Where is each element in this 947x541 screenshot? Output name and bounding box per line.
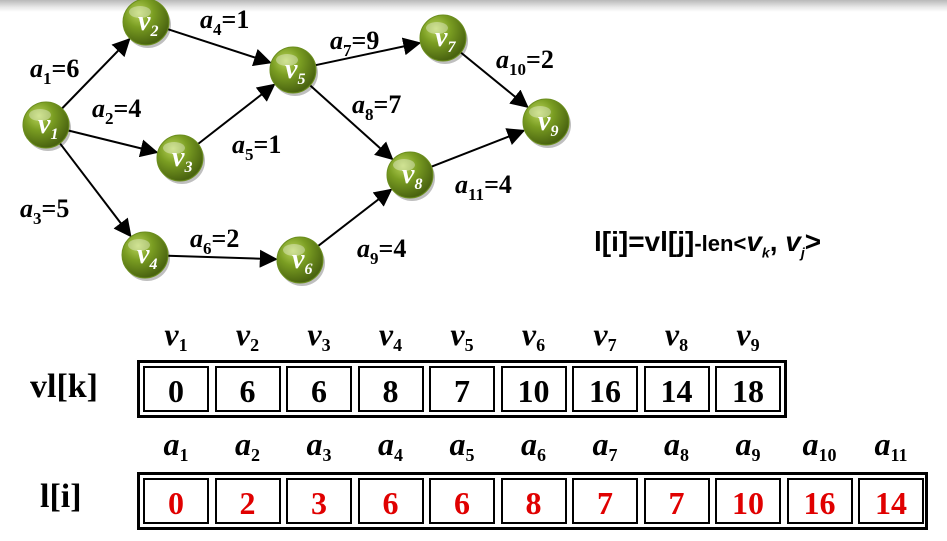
vl-table-frame bbox=[137, 360, 787, 418]
vl-header-v8: v8 bbox=[664, 316, 689, 355]
vl-header-v3: v3 bbox=[307, 316, 331, 355]
edge-v1-v3 bbox=[68, 129, 159, 158]
node-v8: v8 bbox=[386, 151, 435, 201]
edge-label-a8: a8=7 bbox=[352, 90, 401, 124]
l-cell: 8 bbox=[500, 478, 567, 524]
edge-v5-v8 bbox=[309, 84, 394, 161]
vl-cell: 6 bbox=[214, 366, 281, 412]
edge-label-a2: a2=4 bbox=[92, 94, 141, 128]
l-cell: 14 bbox=[858, 478, 924, 524]
aoe-network-graph: a1=6 a2=4 a3=5 a4=1 a5=1 a6=2 a7=9 a8=7 a9=4 a10=… bbox=[20, 0, 571, 286]
node-v3: v3 bbox=[156, 134, 205, 184]
l-header-a4: a4 bbox=[378, 426, 403, 465]
l-table-frame bbox=[137, 472, 928, 530]
edge-v7-v9 bbox=[460, 51, 529, 108]
l-header-a9: a9 bbox=[735, 426, 761, 465]
l-cell: 3 bbox=[286, 478, 352, 524]
vl-header-v9: v9 bbox=[736, 316, 760, 355]
vl-header-v2: v2 bbox=[235, 316, 260, 355]
edge-v1-v4 bbox=[59, 142, 132, 238]
edge-label-a3: a3=5 bbox=[20, 194, 69, 228]
l-cell: 2 bbox=[214, 478, 281, 524]
formula-lhs: l[i]=vl[j] bbox=[594, 226, 695, 257]
node-label-v6: v6 bbox=[292, 244, 312, 278]
l-header-a5: a5 bbox=[449, 426, 475, 465]
vl-cell: 0 bbox=[143, 366, 209, 412]
l-header-a11: a11 bbox=[874, 426, 908, 465]
l-cell: 10 bbox=[715, 478, 781, 524]
edge-v4-v6 bbox=[167, 249, 278, 268]
vl-cell: 10 bbox=[500, 366, 567, 412]
edge-label-a11: a11=4 bbox=[455, 170, 512, 204]
node-label-v1: v1 bbox=[38, 109, 58, 143]
l-cell: 6 bbox=[429, 478, 495, 524]
edge-v3-v5 bbox=[197, 83, 276, 145]
vl-cell: 6 bbox=[286, 366, 352, 412]
node-label-v4: v4 bbox=[137, 239, 157, 273]
vl-header-v6: v6 bbox=[521, 316, 546, 355]
l-header-a10: a10 bbox=[802, 426, 837, 465]
vl-header-v5: v5 bbox=[450, 316, 474, 355]
edge-label-a4: a4=1 bbox=[200, 5, 249, 39]
l-cell: 7 bbox=[572, 478, 638, 524]
node-v9: v9 bbox=[522, 98, 571, 148]
node-label-v7: v7 bbox=[435, 22, 456, 56]
node-label-v3: v3 bbox=[172, 142, 192, 176]
formula-vk-sub: k bbox=[761, 244, 770, 261]
edge-label-a7: a7=9 bbox=[330, 26, 379, 60]
edge-label-a5: a5=1 bbox=[232, 130, 281, 164]
node-v2: v2 bbox=[122, 0, 171, 48]
edge-label-a10: a10=2 bbox=[496, 45, 554, 79]
node-v5: v5 bbox=[269, 46, 318, 96]
vl-header-v7: v7 bbox=[593, 316, 617, 355]
node-label-v8: v8 bbox=[402, 159, 422, 193]
node-v6: v6 bbox=[276, 236, 325, 286]
node-v1: v1 bbox=[22, 101, 71, 151]
l-cell: 7 bbox=[643, 478, 710, 524]
formula-comma: , bbox=[769, 226, 786, 257]
edge-v1-v2 bbox=[61, 37, 131, 110]
formula-vj-sub: j bbox=[800, 244, 805, 261]
top-shadow-bar bbox=[0, 0, 947, 12]
l-header-a1: a1 bbox=[163, 426, 189, 465]
edge-label-a6: a6=2 bbox=[190, 224, 239, 258]
formula-close: > bbox=[804, 226, 822, 257]
edge-v6-v8 bbox=[317, 188, 393, 247]
l-header-a7: a7 bbox=[592, 426, 618, 465]
node-v4: v4 bbox=[121, 231, 170, 281]
formula-len: -len< bbox=[694, 231, 747, 256]
latest-time-formula: l[i]=vl[j]-len<vk, vj> bbox=[594, 226, 821, 261]
edge-v2-v5 bbox=[167, 28, 272, 67]
formula-vk: v bbox=[746, 226, 762, 257]
vl-header-v1: v1 bbox=[164, 316, 188, 355]
l-header-a2: a2 bbox=[235, 426, 260, 465]
edge-label-a9: a9=4 bbox=[357, 234, 406, 268]
vl-cell: 14 bbox=[643, 366, 710, 412]
l-cell: 0 bbox=[143, 478, 209, 524]
l-header-a3: a3 bbox=[306, 426, 332, 465]
edge-label-a1: a1=6 bbox=[30, 54, 79, 88]
formula-vj: v bbox=[785, 226, 801, 257]
vl-table-label: vl[k] bbox=[30, 368, 98, 405]
vl-header-v4: v4 bbox=[378, 316, 403, 355]
l-header-a6: a6 bbox=[521, 426, 546, 465]
node-label-v5: v5 bbox=[285, 54, 305, 88]
l-table-label: l[i] bbox=[40, 478, 82, 515]
l-cell: 6 bbox=[357, 478, 424, 524]
edge-v5-v7 bbox=[315, 37, 422, 67]
vl-cell: 18 bbox=[715, 366, 781, 412]
node-label-v9: v9 bbox=[538, 106, 558, 140]
vl-cell: 16 bbox=[572, 366, 638, 412]
vl-cell: 7 bbox=[429, 366, 495, 412]
node-label-v2: v2 bbox=[138, 6, 158, 40]
edge-v8-v9 bbox=[431, 128, 526, 168]
l-cell: 16 bbox=[786, 478, 853, 524]
node-v7: v7 bbox=[419, 14, 468, 64]
vl-cell: 8 bbox=[357, 366, 424, 412]
l-header-a8: a8 bbox=[664, 426, 689, 465]
